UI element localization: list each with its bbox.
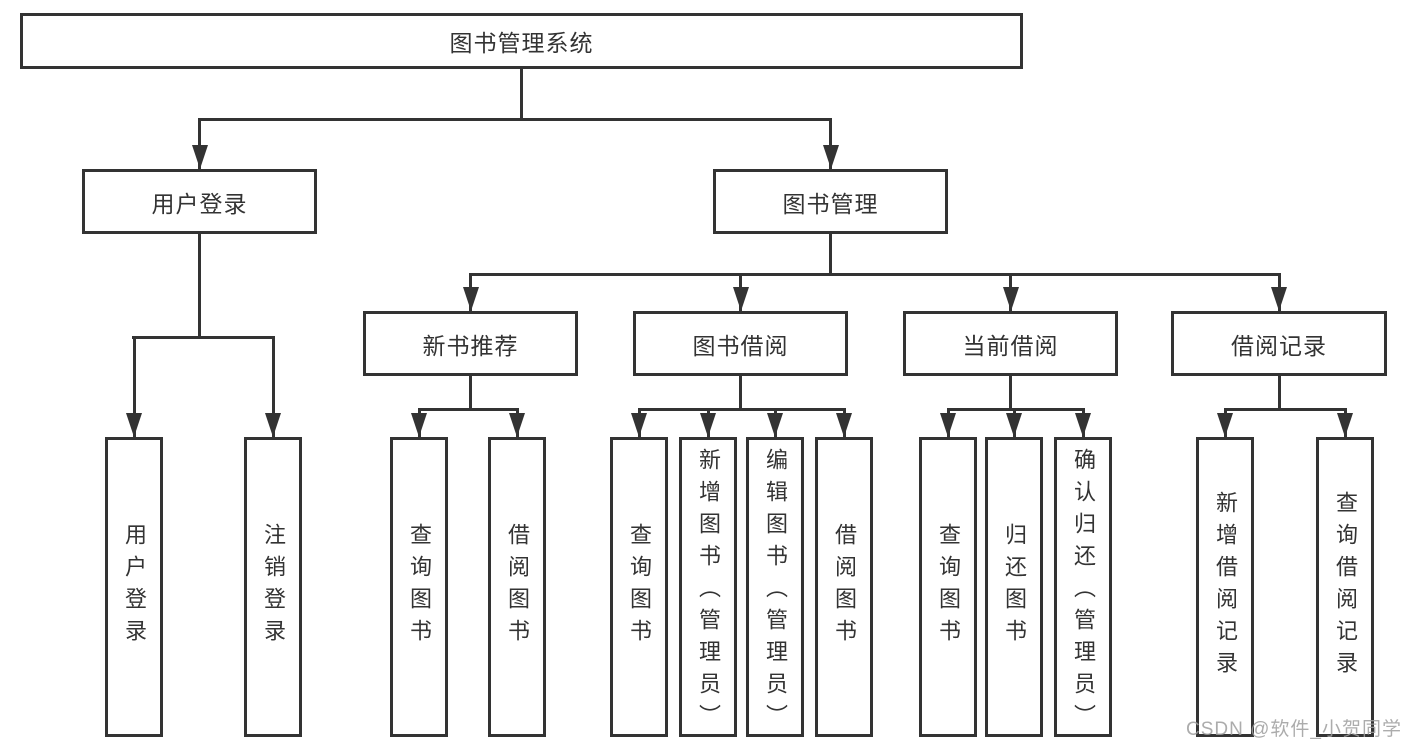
leaf-query-books-2: 查询图书 xyxy=(610,437,668,737)
arrow-to-leaf-query-books-1 xyxy=(417,408,421,437)
connector-root-stem xyxy=(520,69,523,118)
arrow-to-leaf-add-book xyxy=(706,408,710,437)
leaf-logout: 注销登录 xyxy=(244,437,302,737)
connector-book-mgmt-bar xyxy=(469,273,1281,276)
node-book-management: 图书管理 xyxy=(713,169,948,234)
connector-current-borrow-bar xyxy=(946,408,1085,411)
leaf-query-books-3: 查询图书 xyxy=(919,437,977,737)
arrow-to-leaf-borrow-books-1 xyxy=(515,408,519,437)
arrow-to-leaf-confirm-return xyxy=(1081,408,1085,437)
arrow-to-user-login xyxy=(198,118,201,169)
arrow-to-leaf-edit-book xyxy=(773,408,777,437)
connector-book-mgmt-stem xyxy=(829,234,832,276)
leaf-confirm-return-admin: 确认归还（管理员） xyxy=(1054,437,1112,737)
connector-root-bar xyxy=(198,118,832,121)
node-user-login: 用户登录 xyxy=(82,169,317,234)
node-current-borrow: 当前借阅 xyxy=(903,311,1118,376)
connector-borrow-records-bar xyxy=(1223,408,1347,411)
leaf-add-borrow-record: 新增借阅记录 xyxy=(1196,437,1254,737)
arrow-to-borrow-records xyxy=(1277,273,1281,311)
leaf-borrow-books-1: 借阅图书 xyxy=(488,437,546,737)
arrow-to-leaf-borrow-books-2 xyxy=(842,408,846,437)
leaf-borrow-books-2: 借阅图书 xyxy=(815,437,873,737)
node-borrow-records: 借阅记录 xyxy=(1171,311,1387,376)
arrow-to-leaf-add-borrow-record xyxy=(1223,408,1227,437)
connector-new-rec-bar xyxy=(417,408,519,411)
arrow-to-leaf-logout xyxy=(271,336,275,437)
connector-book-borrow-bar xyxy=(637,408,846,411)
connector-book-borrow-stem xyxy=(739,376,742,411)
node-root-library-system: 图书管理系统 xyxy=(20,13,1023,69)
csdn-watermark: CSDN @软件_小贺同学 xyxy=(1186,719,1402,740)
node-new-book-recommend: 新书推荐 xyxy=(363,311,578,376)
connector-new-rec-stem xyxy=(469,376,472,411)
connector-user-login-stem xyxy=(198,234,201,339)
arrow-to-book-borrow xyxy=(739,273,742,311)
arrow-to-new-book-recommend xyxy=(469,273,472,311)
leaf-return-book: 归还图书 xyxy=(985,437,1043,737)
arrow-to-leaf-query-borrow-record xyxy=(1343,408,1347,437)
arrow-to-book-management xyxy=(829,118,832,169)
connector-current-borrow-stem xyxy=(1009,376,1012,411)
arrow-to-current-borrow xyxy=(1009,273,1012,311)
arrow-to-leaf-user-login xyxy=(132,336,136,437)
arrow-to-leaf-query-books-3 xyxy=(946,408,950,437)
leaf-query-books-1: 查询图书 xyxy=(390,437,448,737)
connector-user-login-bar xyxy=(132,336,275,339)
leaf-add-book-admin: 新增图书（管理员） xyxy=(679,437,737,737)
leaf-edit-book-admin: 编辑图书（管理员） xyxy=(746,437,804,737)
arrow-to-leaf-return-book xyxy=(1012,408,1016,437)
node-book-borrow: 图书借阅 xyxy=(633,311,848,376)
leaf-user-login: 用户登录 xyxy=(105,437,163,737)
arrow-to-leaf-query-books-2 xyxy=(637,408,641,437)
connector-borrow-records-stem xyxy=(1277,376,1281,411)
leaf-query-borrow-record: 查询借阅记录 xyxy=(1316,437,1374,737)
